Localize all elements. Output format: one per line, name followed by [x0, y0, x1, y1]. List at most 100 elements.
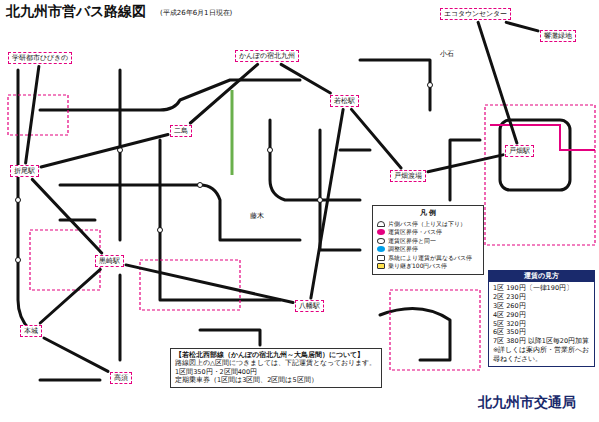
bus-route — [311, 109, 343, 298]
bus-route — [190, 64, 257, 123]
terminal-box: 二島 — [170, 125, 192, 137]
node-heading: かんぽの宿北九州 — [239, 52, 295, 60]
bus-route — [351, 109, 401, 168]
legend-symbol — [377, 263, 385, 269]
bus-route — [40, 269, 100, 323]
fare-zone — [390, 290, 480, 370]
fare-zone — [140, 260, 240, 310]
bus-stop — [428, 83, 433, 88]
bus-stop — [268, 148, 273, 153]
legend-text: 系統により運賃が異なるバス停 — [388, 254, 472, 262]
legend-row: 運賃区界停と同一 — [377, 237, 479, 245]
route-line — [450, 140, 480, 200]
bus-stop — [158, 228, 163, 233]
legend-swatch — [377, 246, 385, 252]
node-heading: エコタウンセンター — [444, 10, 507, 18]
fare-table: 運賃の見方 1区 190円〔一律190円〕2区 230円3区 260円4区 290… — [488, 270, 595, 367]
terminal-box: 黒崎駅 — [95, 255, 124, 267]
node-heading: 八幡駅 — [299, 302, 320, 310]
legend-symbol — [377, 238, 385, 244]
route-line — [40, 80, 300, 110]
terminal-box: 学研都市ひびきの — [8, 52, 72, 64]
bus-route — [126, 265, 293, 303]
legend-box: 凡 例片側バス停（上り又は下り）運賃区界停・バス停運賃区界停と同一調整区界停系統… — [372, 205, 484, 275]
notice-box: 【若松北西部線（かんぽの宿北九州～大鳥居間）について】路線図上の△区間につきまし… — [170, 348, 382, 388]
node-heading: 凡 例 — [377, 209, 479, 218]
route-line — [60, 219, 95, 222]
node-heading: 戸畑渡場 — [394, 172, 422, 180]
route-line — [340, 149, 370, 152]
node-heading: 戸畑駅 — [509, 147, 530, 155]
legend-symbol — [377, 255, 385, 261]
legend-row: 運賃区界停・バス停 — [377, 228, 479, 236]
date-note: (平成26年6月1日現在) — [160, 8, 232, 18]
terminal-box: 響灘緑地 — [540, 30, 576, 42]
node-heading: 若松駅 — [334, 97, 355, 105]
terminal-box: 戸畑駅 — [505, 145, 534, 157]
legend-row: 片側バス停（上り又は下り） — [377, 220, 479, 228]
bus-stop — [16, 198, 21, 203]
publisher-name: 北九州市交通局 — [478, 394, 576, 412]
node-text: 7区 380円 以降1区毎20円加算 — [489, 337, 594, 346]
node-text: 路線図上の△区間につきましては、下記運賃となっております。 — [175, 359, 377, 367]
terminal-box: かんぽの宿北九州 — [235, 50, 299, 62]
route-line — [119, 275, 122, 360]
node-heading: 運賃の見方 — [489, 271, 594, 282]
legend-text: 片側バス停（上り又は下り） — [388, 220, 466, 228]
legend-symbol — [377, 221, 385, 227]
legend-row: 調整区界停 — [377, 245, 479, 253]
route-line — [40, 379, 100, 382]
node-text: ※詳しくは案内所・営業所へお尋ねください。 — [489, 346, 594, 364]
bus-route — [478, 22, 517, 143]
node-heading: 二島 — [174, 127, 188, 135]
node-heading: 本城 — [24, 327, 38, 335]
bus-route — [44, 338, 108, 371]
node-text: 1区 190円〔一律190円〕 — [489, 284, 594, 293]
terminal-box: 若松駅 — [330, 95, 359, 107]
legend-swatch — [377, 229, 385, 235]
legend-text: 乗り継ぎ100円バス停 — [388, 262, 447, 270]
map-title: 北九州市営バス路線図 — [6, 3, 146, 21]
bus-route — [428, 155, 503, 172]
node-heading: 高須 — [114, 374, 128, 382]
green-route — [231, 90, 234, 175]
legend-text: 運賃区界停と同一 — [388, 237, 436, 245]
node-heading: 学研都市ひびきの — [12, 54, 68, 62]
route-line — [60, 185, 300, 240]
legend-row: 乗り継ぎ100円バス停 — [377, 262, 479, 270]
fare-zone — [8, 95, 68, 135]
route-line — [360, 60, 430, 110]
node-text: 4区 290円 — [489, 311, 594, 320]
route-line — [320, 130, 360, 250]
place-label: 藤木 — [250, 212, 264, 221]
node-text: 1区間350円・2区間400円 — [175, 368, 377, 376]
route-line — [119, 70, 122, 240]
terminal-box: 折尾駅 — [10, 165, 39, 177]
terminal-box: 八幡駅 — [295, 300, 324, 312]
terminal-box: 本城 — [20, 325, 42, 337]
node-text: 5区 320円 — [489, 320, 594, 329]
terminal-box: 高須 — [110, 372, 132, 384]
node-heading: 黒崎駅 — [99, 257, 120, 265]
legend-row: 系統により運賃が異なるバス停 — [377, 254, 479, 262]
route-line — [270, 120, 360, 200]
node-text: 2区 230円 — [489, 293, 594, 302]
legend-text: 調整区界停 — [388, 245, 418, 253]
bus-stop — [16, 258, 21, 263]
node-heading: 折尾駅 — [14, 167, 35, 175]
node-heading: 響灘緑地 — [544, 32, 572, 40]
node-heading: 【若松北西部線（かんぽの宿北九州～大鳥居間）について】 — [175, 351, 377, 359]
route-line — [200, 330, 260, 345]
terminal-box: エコタウンセンター — [440, 8, 511, 20]
bus-stop — [318, 198, 323, 203]
node-text: 3区 260円 — [489, 302, 594, 311]
terminal-box: 戸畑渡場 — [390, 170, 426, 182]
node-text: 定期乗車券（1区間は3区間、2区間は5区間） — [175, 376, 377, 384]
bus-route — [32, 179, 102, 253]
node-text: 6区 350円 — [489, 328, 594, 337]
legend-text: 運賃区界停・バス停 — [388, 228, 442, 236]
bus-route — [41, 135, 168, 167]
bus-route — [26, 66, 39, 163]
bus-stop — [198, 183, 203, 188]
bus-route — [281, 64, 330, 93]
